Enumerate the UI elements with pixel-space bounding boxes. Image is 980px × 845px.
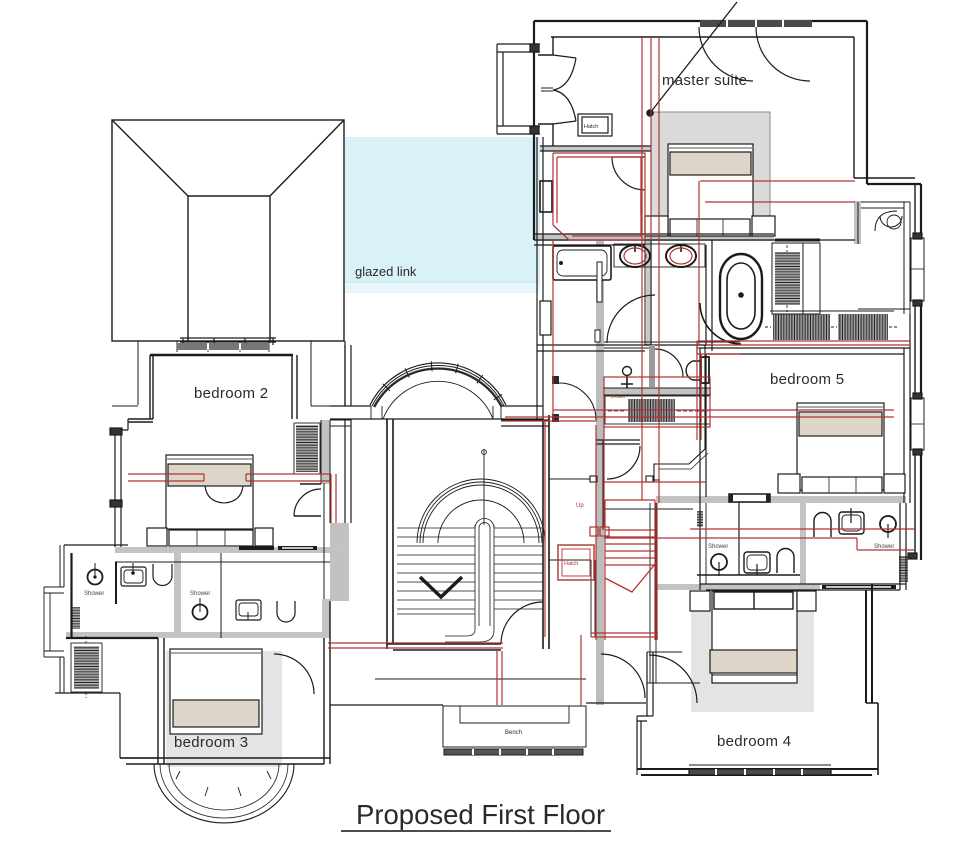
svg-text:Shower: Shower — [708, 544, 728, 550]
svg-text:Hatch: Hatch — [584, 124, 598, 130]
svg-text:Shower: Shower — [84, 591, 104, 597]
svg-text:glazed link: glazed link — [355, 264, 417, 279]
svg-text:master suite: master suite — [662, 72, 747, 89]
svg-text:Shower: Shower — [874, 544, 894, 550]
svg-text:bedroom 4: bedroom 4 — [717, 733, 791, 750]
svg-text:Bench: Bench — [505, 730, 522, 736]
svg-text:bedroom 5: bedroom 5 — [770, 371, 844, 388]
svg-text:Shower: Shower — [610, 394, 626, 399]
svg-text:Shower: Shower — [190, 591, 210, 597]
svg-text:Proposed First Floor: Proposed First Floor — [356, 799, 605, 830]
svg-text:bedroom 2: bedroom 2 — [194, 385, 268, 402]
svg-text:bedroom 3: bedroom 3 — [174, 734, 248, 751]
svg-text:Hatch: Hatch — [564, 561, 578, 567]
svg-text:Up: Up — [576, 503, 584, 509]
